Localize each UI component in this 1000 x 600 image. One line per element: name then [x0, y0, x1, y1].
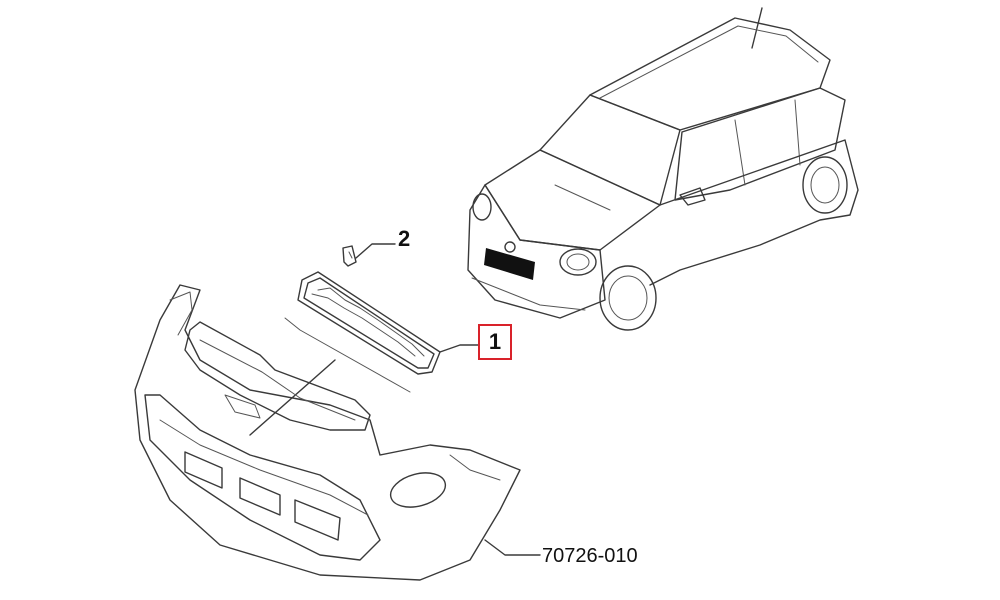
- car-wiper: [554, 184, 611, 211]
- car-illustration: [467, 7, 859, 331]
- part-number-label: 70726-010: [542, 545, 638, 567]
- bumper-slot-2: [239, 477, 281, 516]
- car-window-pillar-2: [794, 99, 801, 166]
- car-antenna: [751, 7, 763, 49]
- car-hood: [484, 149, 661, 251]
- car-window-pillar-1: [734, 119, 746, 186]
- car-front-wheel: [599, 265, 657, 331]
- callout-clip-label: 2: [398, 226, 411, 251]
- car-mirror: [679, 187, 706, 206]
- clip-shape: [342, 245, 357, 267]
- clip-leader-line: [355, 243, 396, 259]
- car-roof-inner: [599, 25, 819, 99]
- clip-part: [342, 245, 357, 267]
- car-front-wheel-rim: [608, 275, 648, 321]
- grille-guide-line: [284, 317, 411, 393]
- bumper-slot-3: [294, 499, 341, 541]
- bumper-slot-1: [184, 451, 223, 489]
- grille-inner: [303, 277, 435, 369]
- car-rear-wheel-rim: [810, 166, 840, 204]
- bumper-lower-ridge: [159, 419, 369, 516]
- bumper-left-lip: [169, 291, 193, 336]
- car-logo: [504, 241, 516, 253]
- grille-leader-line: [439, 344, 479, 353]
- car-roof: [589, 17, 831, 131]
- bumper-lower-grille: [144, 394, 381, 561]
- car-headlight-right-inner: [566, 253, 590, 271]
- grille-outer: [297, 271, 441, 375]
- grille-part: [297, 271, 441, 375]
- bumper-leader-line: [484, 539, 541, 556]
- car-lower-bumper: [471, 277, 586, 311]
- bumper-upper-opening: [184, 321, 371, 431]
- bumper-side-edge: [449, 454, 501, 481]
- bumper-fog-light: [389, 472, 447, 508]
- bumper-upper-opening-inner: [199, 339, 356, 421]
- grille-slats-lower: [311, 293, 416, 357]
- car-rear-wheel: [802, 156, 848, 214]
- car-side-windows: [674, 87, 846, 201]
- bumper-center-ridge: [224, 394, 261, 419]
- grille-slats: [317, 287, 425, 357]
- front-bumper-part: [134, 284, 521, 581]
- bumper-outer: [134, 284, 521, 581]
- car-grille-highlight: [484, 248, 535, 280]
- car-headlight-right: [559, 248, 597, 276]
- callout-grille-box[interactable]: 1: [478, 324, 512, 360]
- car-headlight-left: [472, 193, 492, 221]
- car-windshield: [539, 94, 681, 206]
- car-body-side: [649, 139, 859, 286]
- callout-grille-label: 1: [488, 329, 502, 354]
- clip-detail: [348, 251, 353, 259]
